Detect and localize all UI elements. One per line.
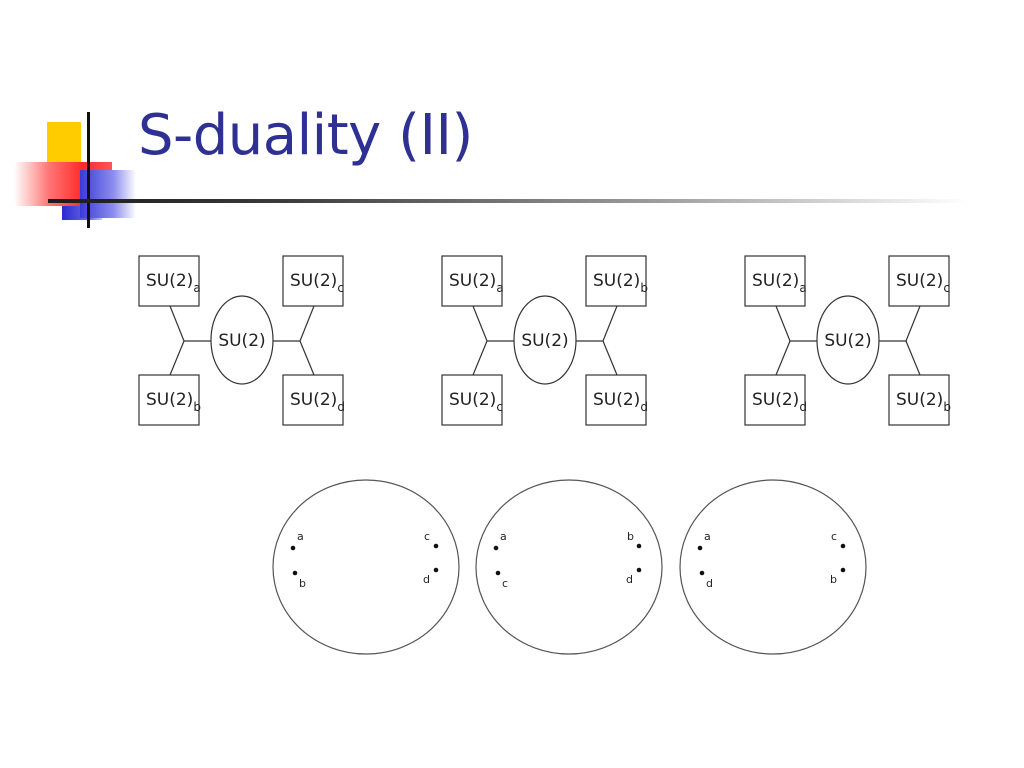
quiver-label: SU(2)d (752, 390, 807, 414)
slide-title: S-duality (II) (138, 103, 473, 168)
sphere-3: a d c b (679, 479, 867, 655)
quiver-label: SU(2)c (449, 390, 503, 414)
puncture-label: c (831, 530, 837, 543)
quiver-box (282, 374, 344, 426)
quiver-box (888, 255, 950, 307)
sphere-1: a b c d (272, 479, 460, 655)
quiver-box (441, 374, 503, 426)
puncture-dot (699, 570, 705, 576)
quiver-diagram-3 (744, 255, 950, 426)
quiver-label: SU(2)c (290, 271, 344, 295)
puncture-label: a (500, 530, 507, 543)
quiver-label: SU(2)b (896, 390, 951, 414)
quiver-label: SU(2)a (146, 271, 201, 295)
puncture-dot (636, 567, 642, 573)
puncture-dot (636, 543, 642, 549)
deco-yellow-square (47, 122, 81, 166)
quiver-node (210, 295, 274, 385)
quiver-center-label: SU(2) (218, 331, 265, 351)
quiver-label: SU(2)c (896, 271, 950, 295)
puncture-dot (495, 570, 501, 576)
quiver-node (816, 295, 880, 385)
puncture-label: b (830, 573, 837, 586)
quiver-diagram-2 (441, 255, 647, 426)
deco-vertical-line (87, 112, 90, 228)
puncture-dot (433, 567, 439, 573)
quiver-node (513, 295, 577, 385)
quiver-center-label: SU(2) (521, 331, 568, 351)
sphere-2: a c b d (475, 479, 663, 655)
quiver-box (282, 255, 344, 307)
quiver-center-label: SU(2) (824, 331, 871, 351)
quiver-box (888, 374, 950, 426)
quiver-box (585, 374, 647, 426)
puncture-label: c (424, 530, 430, 543)
quiver-box (744, 374, 806, 426)
quiver-label: SU(2)d (290, 390, 345, 414)
quiver-diagram-1 (138, 255, 344, 426)
puncture-label: a (297, 530, 304, 543)
puncture-dot (433, 543, 439, 549)
puncture-label: d (706, 577, 713, 590)
puncture-label: d (626, 573, 633, 586)
quiver-label: SU(2)b (146, 390, 201, 414)
quiver-box (138, 255, 200, 307)
quiver-label: SU(2)b (593, 271, 648, 295)
puncture-label: c (502, 577, 508, 590)
quiver-label: SU(2)d (593, 390, 648, 414)
puncture-dot (697, 545, 703, 551)
puncture-dot (840, 567, 846, 573)
puncture-label: b (299, 577, 306, 590)
quiver-box (441, 255, 503, 307)
puncture-dot (290, 545, 296, 551)
puncture-label: a (704, 530, 711, 543)
puncture-label: b (627, 530, 634, 543)
puncture-dot (493, 545, 499, 551)
quiver-box (138, 374, 200, 426)
quiver-label: SU(2)a (449, 271, 504, 295)
quiver-box (585, 255, 647, 307)
quiver-label: SU(2)a (752, 271, 807, 295)
puncture-dot (840, 543, 846, 549)
puncture-dot (292, 570, 298, 576)
quiver-box (744, 255, 806, 307)
title-underline (48, 199, 968, 203)
puncture-label: d (423, 573, 430, 586)
